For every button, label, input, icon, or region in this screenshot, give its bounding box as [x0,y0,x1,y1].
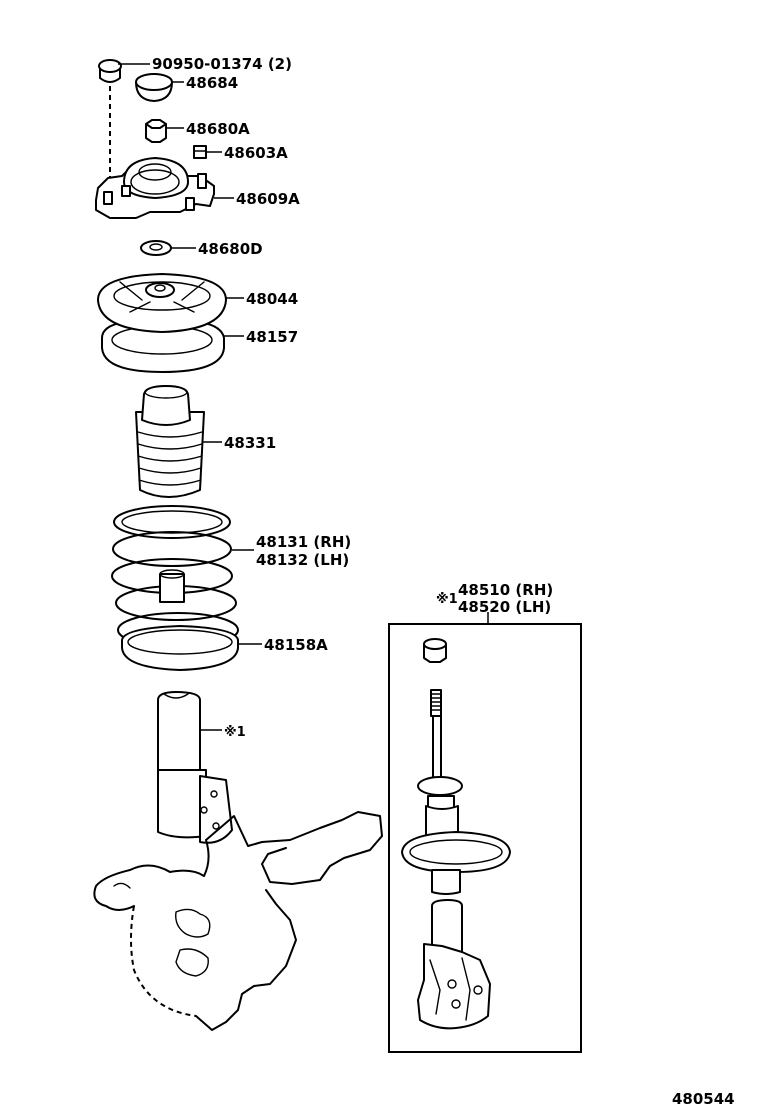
nut-small-part [193,145,207,159]
nut-upper-part [145,119,167,143]
leader-lines [118,63,262,731]
callout-support: 48609A [236,190,300,208]
callout-shock-marker: ※1 [224,725,246,740]
callout-cap-bolt: 90950-01374 (2) [152,55,292,73]
callout-bumper: 48331 [224,434,276,452]
coil-spring-part [111,505,239,671]
support-part [95,157,215,219]
callout-spring-lh: 48132 (LH) [256,551,349,569]
shock-assembly-box [388,612,582,1053]
callout-shock-lh: 48520 (LH) [458,598,551,616]
callout-spring-rh: 48131 (RH) [256,533,351,551]
callout-dust-cover: 48684 [186,74,238,92]
knuckle-part [93,811,383,1031]
diagram-id: 480544 [672,1090,735,1108]
shock-rh-lh-part [401,638,511,1030]
upper-seat-part [97,273,227,373]
callout-shock-rh-marker: ※1 [436,592,458,607]
bumper-part [135,385,205,498]
callout-nut-small: 48603A [224,144,288,162]
callout-washer: 48680D [198,240,263,258]
callout-shock-rh: 48510 (RH) [458,581,553,599]
callout-insulator: 48157 [246,328,298,346]
dust-cover-part [135,73,173,102]
shock-absorber-part [157,691,233,844]
callout-lower-insulator: 48158A [264,636,328,654]
callout-bearing-seat: 48044 [246,290,298,308]
cap-bolt-part [98,59,122,178]
washer-part [140,240,172,256]
callout-nut-upper: 48680A [186,120,250,138]
